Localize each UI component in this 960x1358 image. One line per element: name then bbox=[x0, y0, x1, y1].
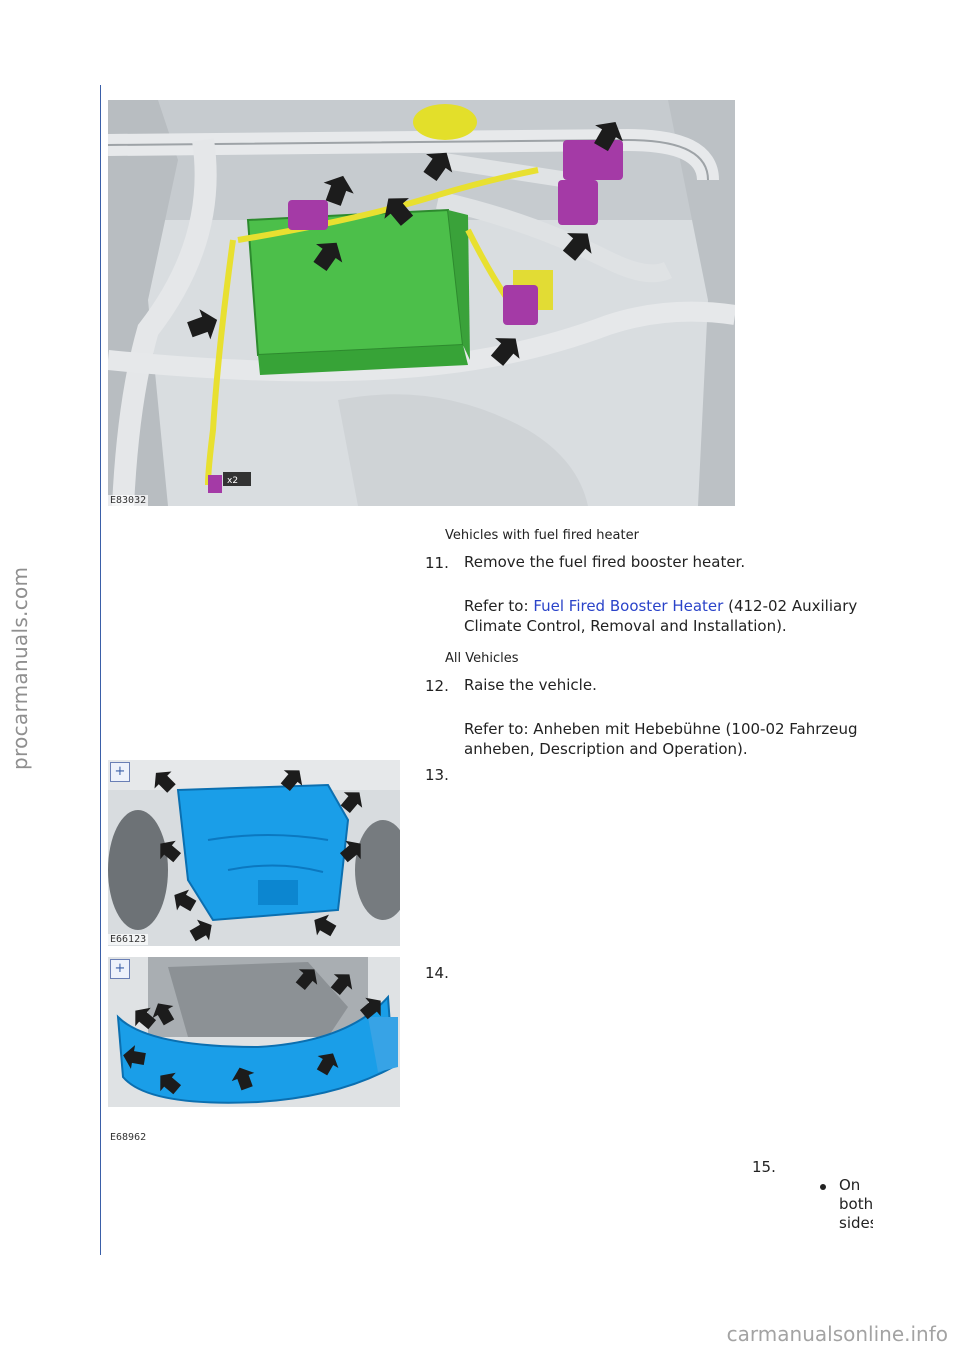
magnify-plus-icon[interactable]: + bbox=[110, 959, 130, 979]
step-reference-line2: anheben, Description and Operation). bbox=[464, 740, 748, 758]
figure-code: E68962 bbox=[108, 1132, 149, 1143]
left-margin-rule bbox=[100, 85, 101, 1255]
magnify-plus-icon[interactable]: + bbox=[110, 762, 130, 782]
step-number: 11. bbox=[425, 554, 449, 572]
step-number: 13. bbox=[425, 766, 449, 784]
step-number: 12. bbox=[425, 677, 449, 695]
step-number: 14. bbox=[425, 964, 449, 982]
bullet-text-line: both bbox=[839, 1195, 873, 1213]
step-text: Raise the vehicle. bbox=[464, 676, 597, 694]
step-reference: Refer to: Fuel Fired Booster Heater (412… bbox=[464, 596, 874, 616]
reference-prefix: Refer to: bbox=[464, 597, 534, 615]
section-caption-all-vehicles: All Vehicles bbox=[445, 651, 519, 666]
bullet-dot bbox=[820, 1184, 826, 1190]
section-caption-fuel-heater: Vehicles with fuel fired heater bbox=[445, 528, 639, 543]
step-number: 15. bbox=[752, 1158, 776, 1176]
figure-code: E66123 bbox=[108, 934, 149, 945]
figure-front-splash-shield[interactable]: + E68962 bbox=[108, 957, 400, 1147]
figure-engine-bay-heater: x2 E83032 bbox=[108, 100, 735, 506]
reference-link-fuel-fired-booster-heater[interactable]: Fuel Fired Booster Heater bbox=[533, 597, 724, 615]
watermark-bottom: carmanualsonline.info bbox=[726, 1322, 948, 1346]
figure-code: E83032 bbox=[108, 495, 149, 506]
step-text: Remove the fuel fired booster heater. bbox=[464, 553, 746, 571]
bullet-text-line: sides bbox=[839, 1214, 873, 1232]
bullet-text-line: On bbox=[839, 1176, 861, 1194]
step-reference: Refer to: Anheben mit Hebebühne (100-02 … bbox=[464, 720, 858, 738]
reference-suffix: (412-02 Auxiliary bbox=[723, 597, 858, 615]
figure-badge: x2 bbox=[227, 476, 238, 486]
step-reference-line2: Climate Control, Removal and Installatio… bbox=[464, 617, 787, 635]
figure-under-shield[interactable]: + E66123 bbox=[108, 760, 400, 946]
watermark-left: procarmanuals.com bbox=[8, 566, 32, 770]
